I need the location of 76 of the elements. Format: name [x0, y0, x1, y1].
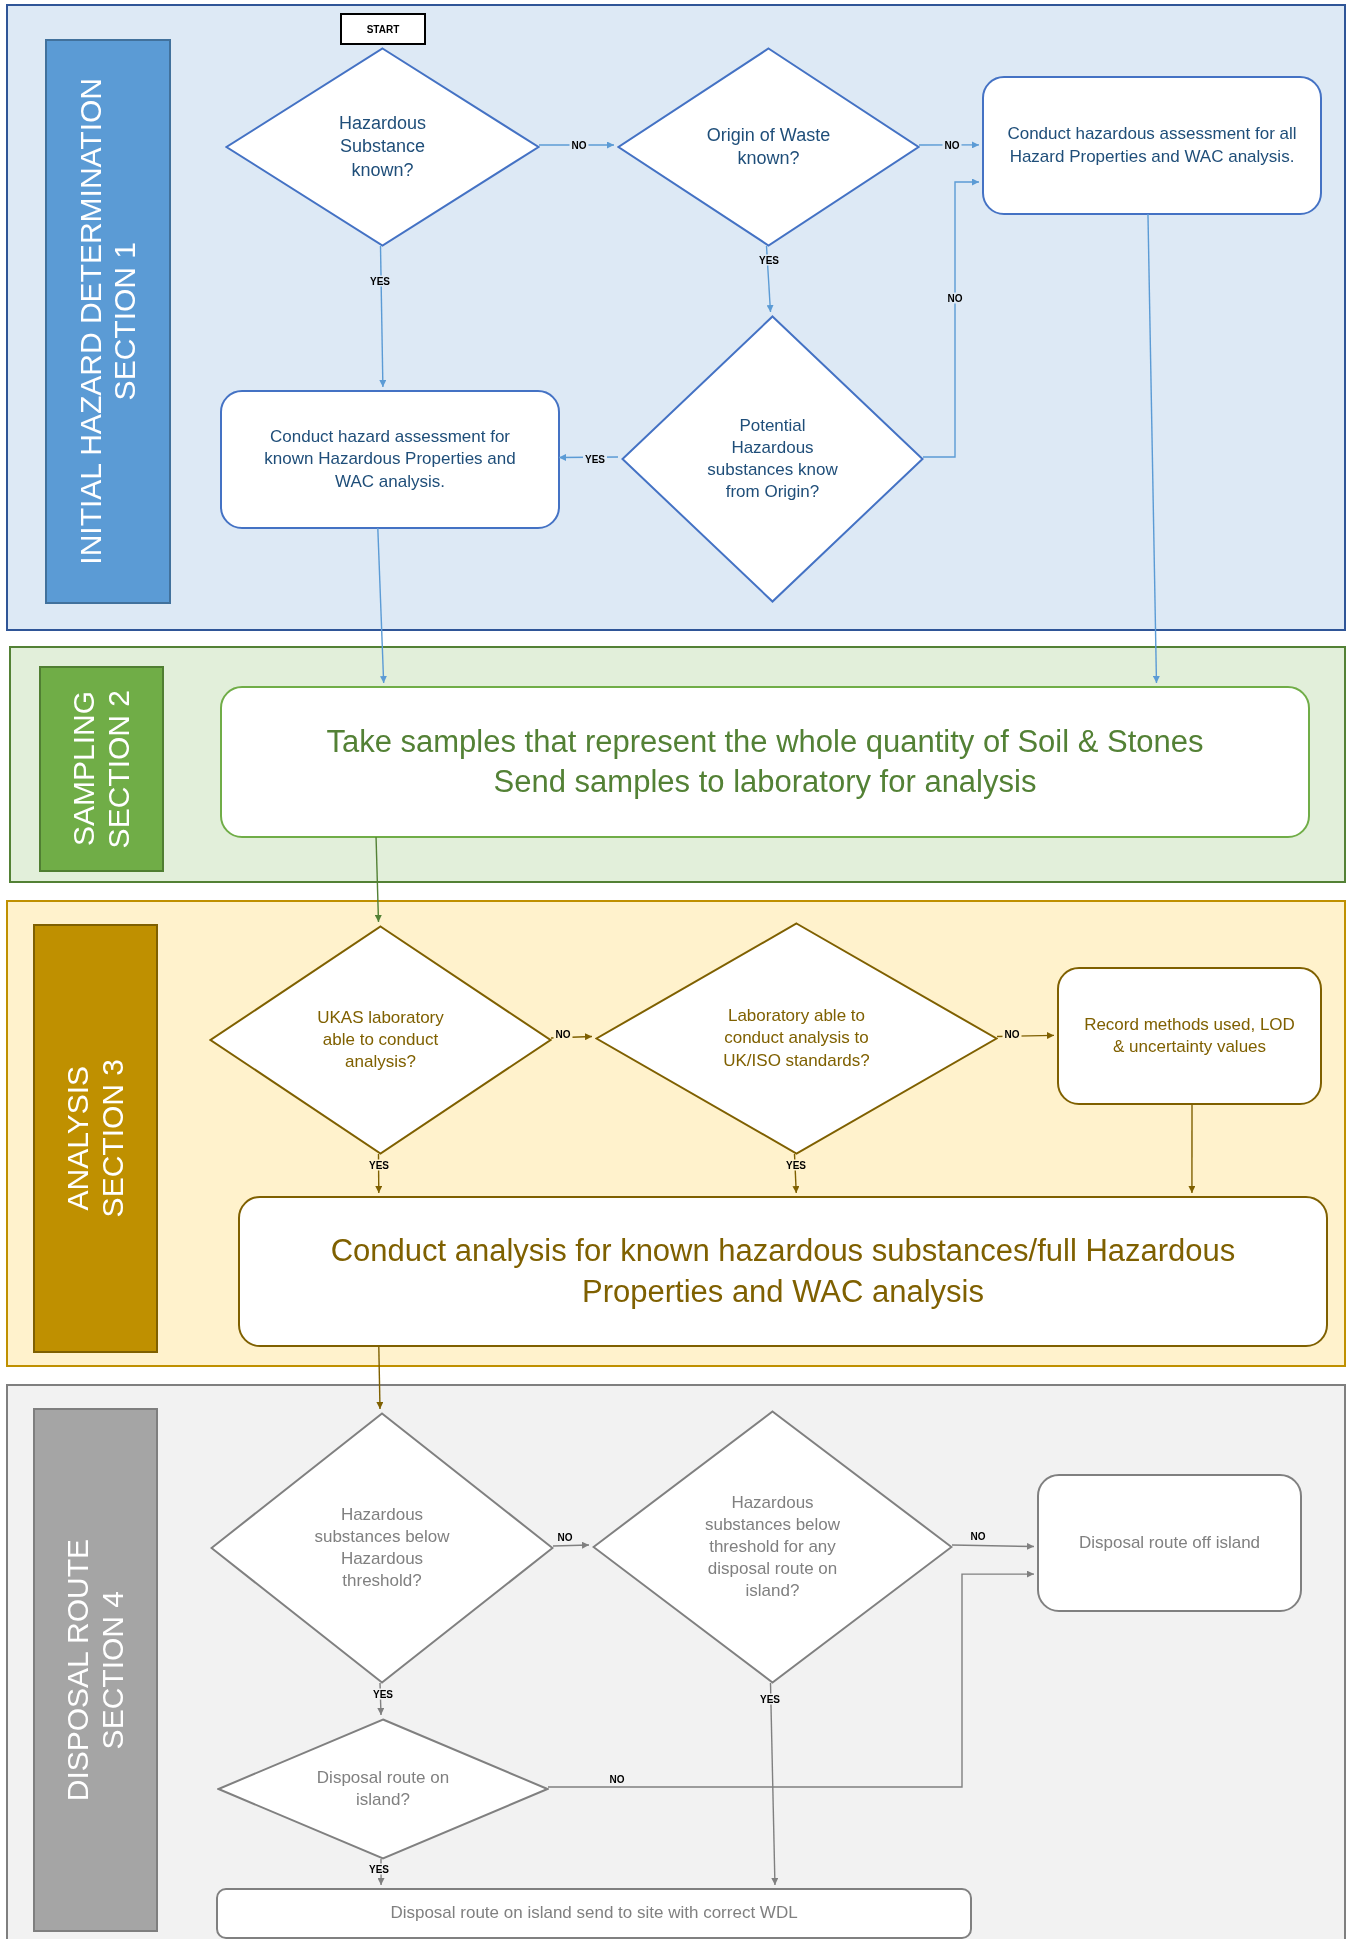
decision-text: Origin of Waste known? — [705, 123, 832, 170]
process-text: Send samples to laboratory for analysis — [492, 763, 1038, 801]
edge-label: YES — [371, 1688, 395, 1700]
edge-label: NO — [968, 1530, 988, 1542]
arrow — [1188, 1103, 1196, 1194]
edge-label: NO — [945, 292, 965, 304]
edge-label: YES — [583, 453, 607, 465]
decision-diamond — [595, 922, 998, 1155]
process-box — [1037, 1474, 1302, 1612]
edge-label: NO — [1002, 1028, 1022, 1040]
section-label-panel — [33, 924, 158, 1353]
decision-text: Potential Hazardous substances know from Origin? — [706, 414, 839, 504]
arrow — [951, 1542, 1035, 1550]
section-band — [6, 900, 1346, 1367]
arrow — [376, 1345, 384, 1410]
section-label-panel — [45, 39, 171, 604]
edge-label: NO — [553, 1028, 573, 1040]
process-text: Conduct analysis for known hazardous substances/full Hazardous Properties and WAC analysis — [329, 1232, 1237, 1311]
edge-label: NO — [942, 139, 962, 151]
edge-label: NO — [569, 139, 589, 151]
section-heading: SAMPLING — [67, 691, 101, 847]
arrow — [374, 836, 382, 923]
section-band — [6, 4, 1346, 631]
decision-diamond — [621, 315, 924, 603]
arrow — [552, 1541, 590, 1549]
decision-text: Laboratory able to conduct analysis to UK/ISO standards? — [722, 1005, 871, 1072]
section-label-panel — [39, 666, 164, 872]
edge-label: YES — [367, 1159, 391, 1171]
process-text: Take samples that represent the whole quantity of Soil & Stones — [325, 722, 1205, 761]
process-text: Conduct hazardous assessment for all Hazard Properties and WAC analysis. — [1006, 123, 1298, 168]
edge-label: YES — [758, 1693, 782, 1705]
decision-text: Hazardous Substance known? — [337, 111, 427, 182]
section-band — [6, 1384, 1346, 1939]
decision-text: UKAS laboratory able to conduct analysis? — [316, 1006, 445, 1074]
section-heading: ANALYSIS — [61, 1066, 95, 1211]
section-band — [9, 646, 1346, 883]
process-box — [982, 76, 1322, 215]
decision-diamond — [217, 1718, 549, 1860]
arrow — [1147, 213, 1160, 684]
process-text: Record methods used, LOD & uncertainty values — [1083, 1013, 1296, 1058]
edge-label: YES — [368, 275, 392, 287]
section-heading: SECTION 1 — [108, 242, 142, 401]
process-box — [220, 390, 560, 529]
section-heading: SECTION 3 — [95, 1059, 130, 1218]
edge-label: NO — [607, 1773, 627, 1785]
section-label-panel — [33, 1408, 158, 1932]
edge-label: YES — [757, 254, 781, 266]
decision-text: Hazardous substances below threshold for any disposal route on island? — [703, 1491, 842, 1603]
arrow — [547, 1570, 1035, 1788]
decision-text: Hazardous substances below Hazardous threshold? — [313, 1503, 451, 1593]
decision-diamond — [209, 925, 552, 1155]
process-text: Disposal route on island send to site with correct WDL — [389, 1902, 799, 1925]
decision-diamond — [617, 47, 920, 247]
process-text: Disposal route off island — [1077, 1531, 1262, 1554]
decision-text: Disposal route on island? — [315, 1766, 451, 1811]
process-box — [1057, 967, 1322, 1105]
arrow — [377, 527, 387, 684]
start-box — [340, 13, 426, 45]
process-text: Conduct hazard assessment for known Hazardous Properties and WAC analysis. — [263, 426, 517, 493]
process-box — [220, 686, 1310, 838]
section-heading: DISPOSAL ROUTE — [61, 1538, 95, 1802]
decision-diamond — [210, 1412, 554, 1684]
decision-diamond — [225, 47, 540, 247]
edge-label: YES — [367, 1863, 391, 1875]
process-box — [216, 1888, 972, 1939]
start-label: START — [366, 23, 400, 35]
section-heading: SECTION 4 — [95, 1590, 130, 1750]
edge-label: YES — [784, 1159, 808, 1171]
process-box — [238, 1196, 1328, 1347]
section-heading: INITIAL HAZARD DETERMINATION — [73, 78, 108, 565]
section-heading: SECTION 2 — [101, 689, 136, 849]
decision-diamond — [592, 1410, 953, 1684]
edge-label: NO — [555, 1531, 575, 1543]
arrow — [379, 245, 387, 388]
arrow — [922, 178, 980, 458]
arrow — [769, 1682, 779, 1886]
